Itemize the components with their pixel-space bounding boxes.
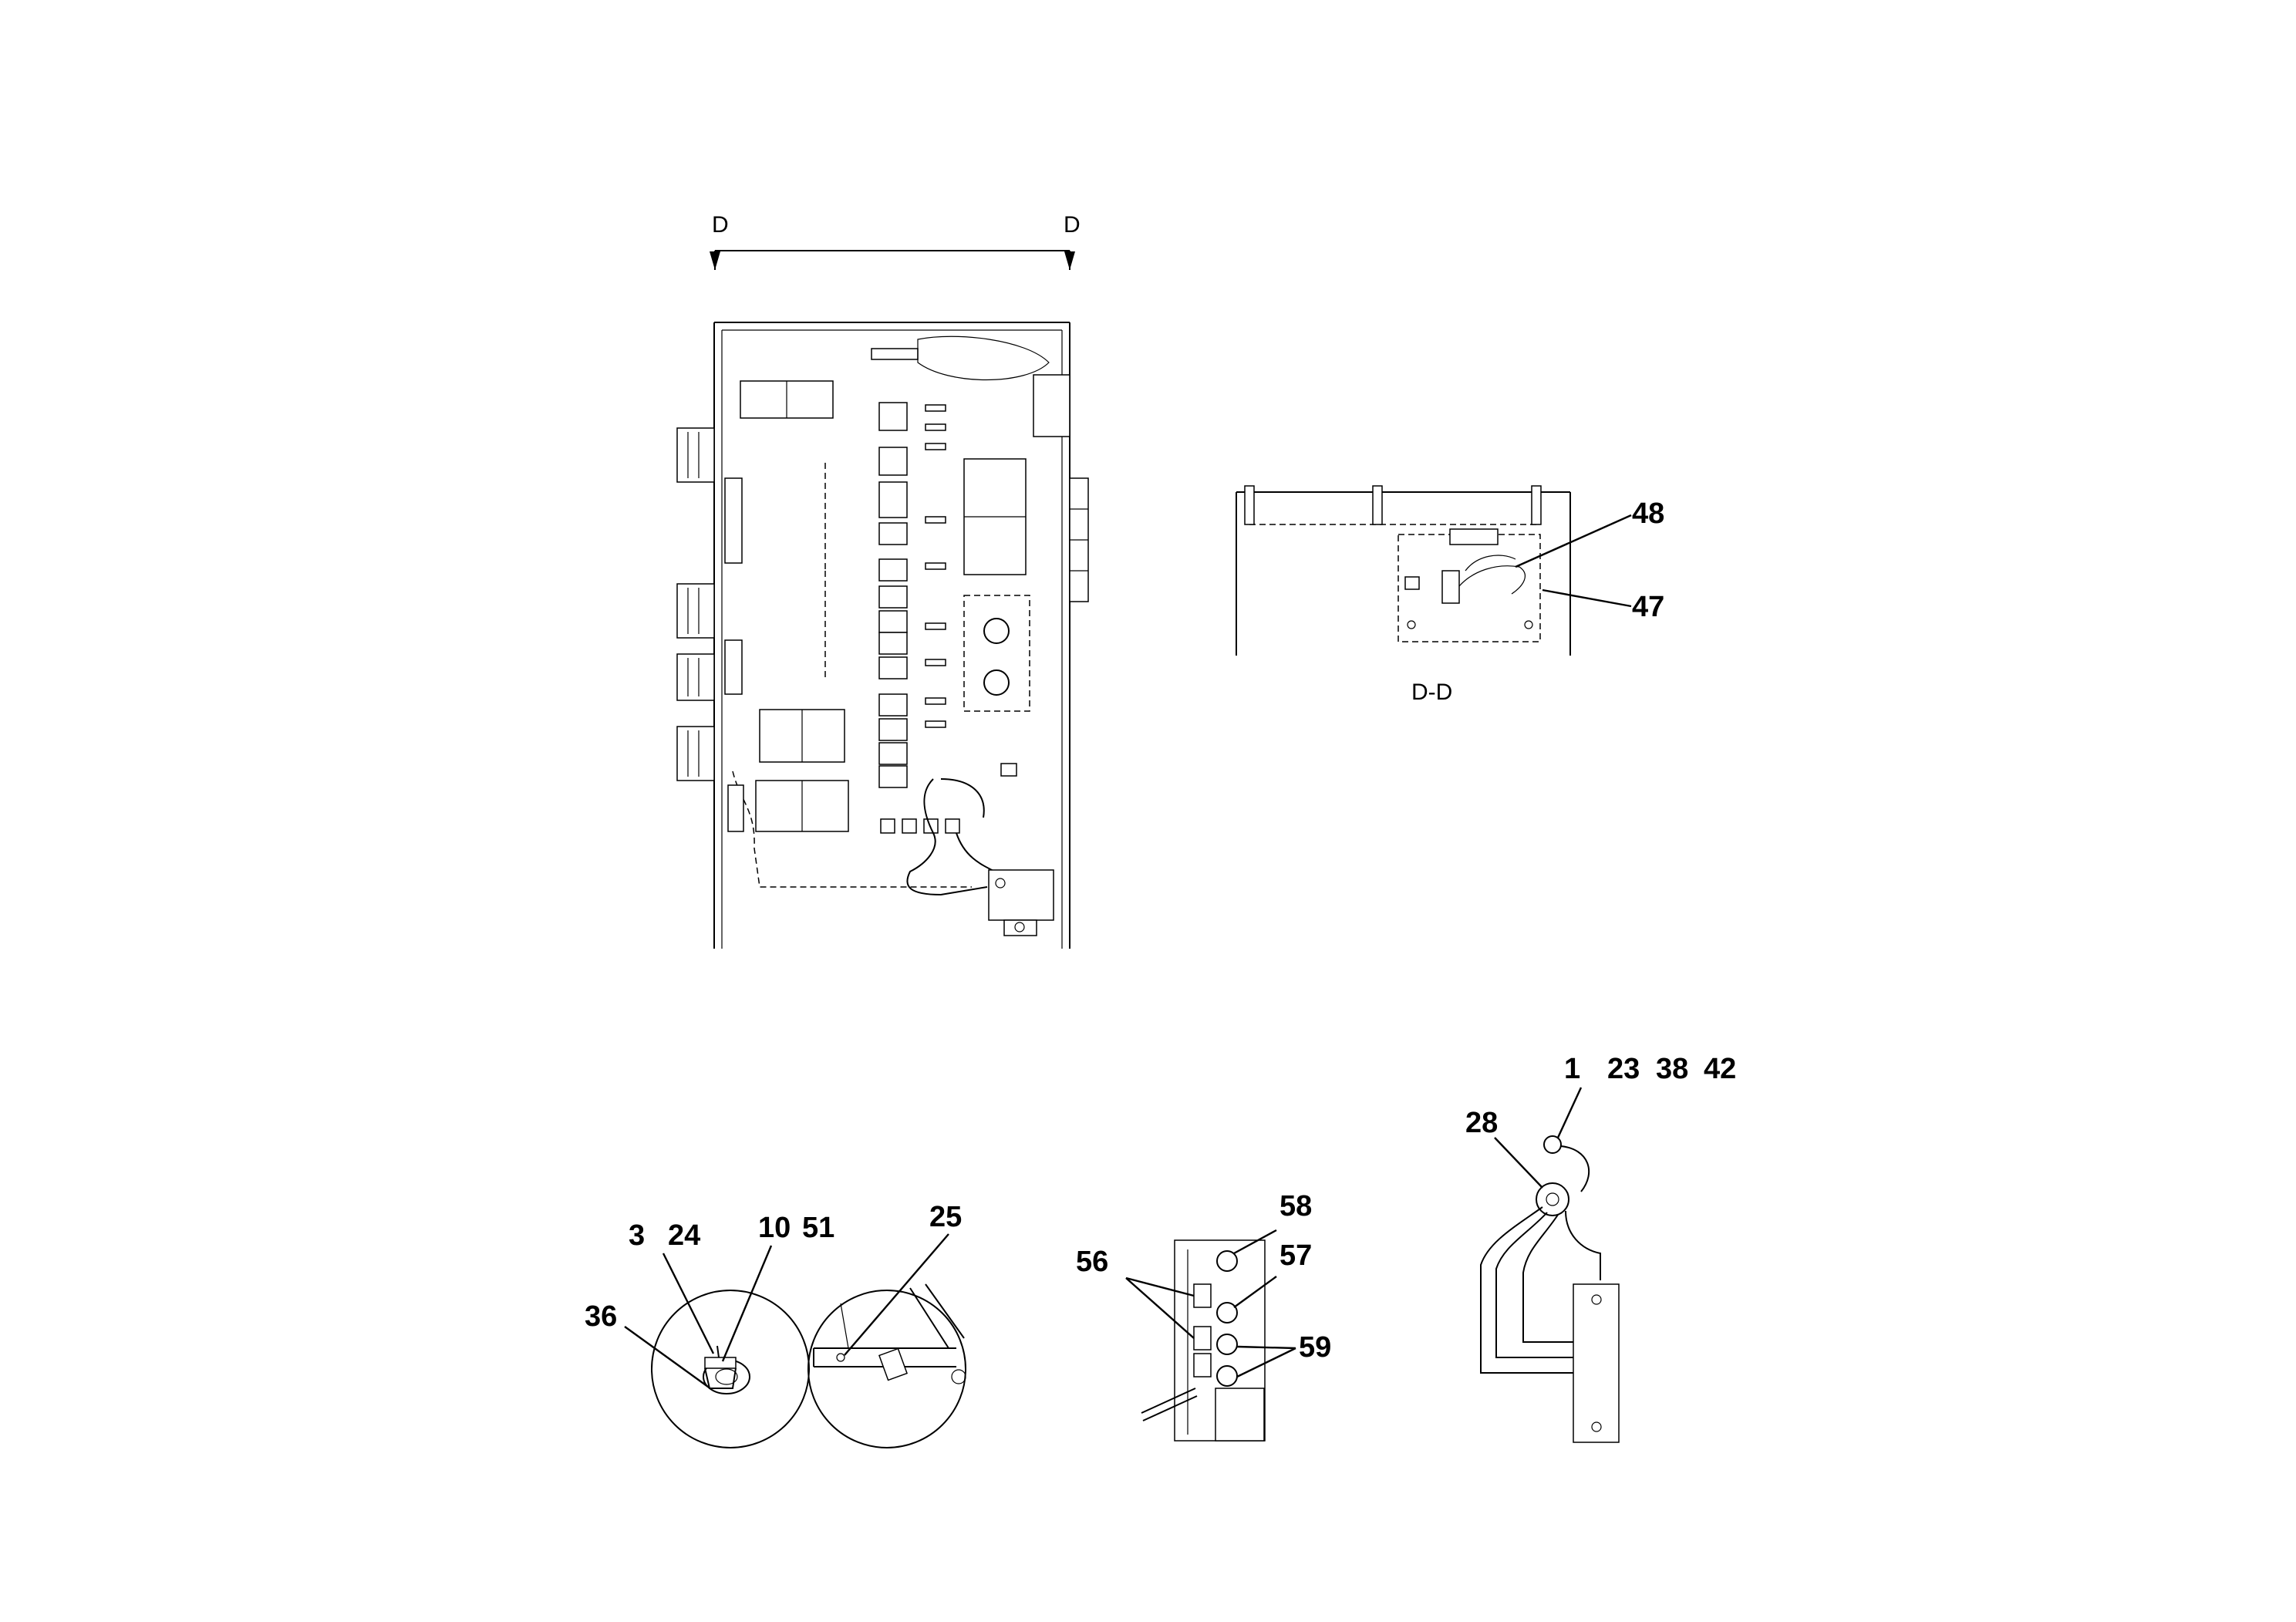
callout-23: 23 — [1607, 1053, 1640, 1085]
callout-25: 25 — [929, 1201, 962, 1233]
leader-48 — [1515, 514, 1632, 568]
callout-56: 56 — [1076, 1246, 1108, 1278]
callout-42: 42 — [1704, 1053, 1736, 1085]
leader-56b — [1125, 1277, 1195, 1339]
callout-58: 58 — [1279, 1190, 1312, 1222]
main-electrical-panel — [676, 322, 1089, 949]
callout-38: 38 — [1656, 1053, 1688, 1085]
left-side-connectors — [676, 427, 715, 781]
callout-51: 51 — [802, 1212, 834, 1244]
callout-57: 57 — [1279, 1239, 1312, 1272]
section-cut-line: D D — [710, 212, 1081, 270]
right-side-connectors — [1033, 374, 1089, 602]
section-marker-right: D — [1064, 212, 1081, 238]
leader-57 — [1233, 1276, 1277, 1308]
section-d-d-view: D-D — [1236, 485, 1571, 705]
leader-47 — [1542, 588, 1632, 608]
callout-47: 47 — [1632, 591, 1664, 623]
callout-24: 24 — [668, 1219, 700, 1252]
leader-59a — [1236, 1345, 1296, 1350]
callout-59: 59 — [1299, 1331, 1331, 1364]
leader-56a — [1125, 1276, 1195, 1297]
detail-circle-left — [651, 1290, 810, 1448]
leader-36 — [624, 1326, 709, 1388]
callout-3: 3 — [629, 1219, 645, 1252]
leader-28 — [1494, 1137, 1543, 1189]
ground-cable-assembly — [1480, 1135, 1620, 1443]
leader-59b — [1236, 1347, 1296, 1378]
leader-10 — [721, 1245, 773, 1362]
leader-58 — [1233, 1229, 1277, 1255]
leader-3 — [662, 1253, 715, 1354]
callout-48: 48 — [1632, 497, 1664, 530]
section-view-label: D-D — [1411, 679, 1452, 705]
section-marker-left: D — [712, 212, 729, 238]
callout-1: 1 — [1564, 1053, 1580, 1085]
terminal-block-detail — [1141, 1239, 1266, 1442]
callout-28: 28 — [1465, 1107, 1498, 1139]
leader-1 — [1556, 1087, 1583, 1138]
callout-10: 10 — [758, 1212, 791, 1244]
leader-25 — [844, 1233, 949, 1356]
detail-circle-right — [807, 1283, 966, 1448]
callout-36: 36 — [585, 1300, 617, 1333]
